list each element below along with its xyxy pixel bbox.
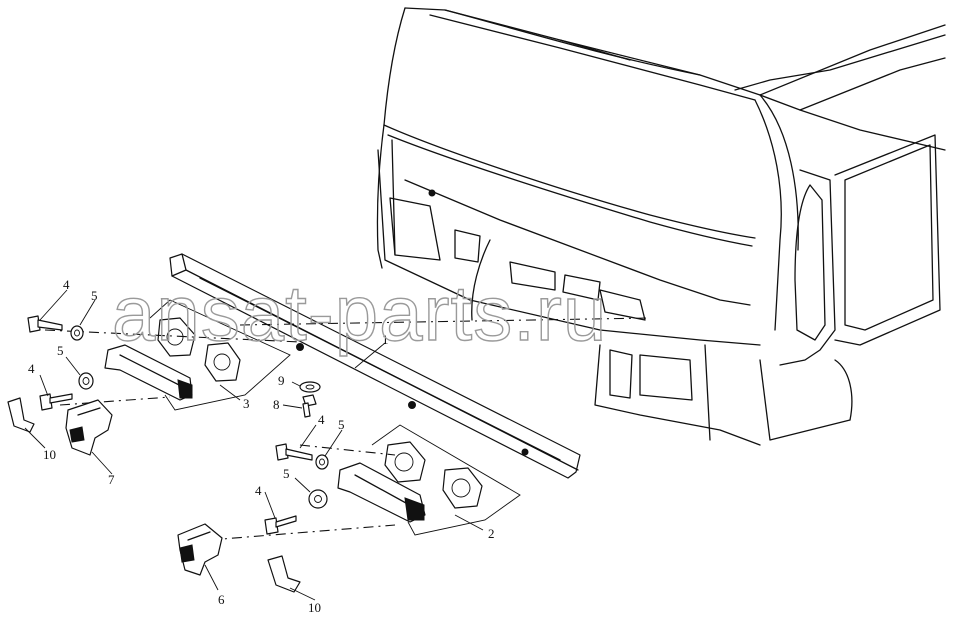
callout-1: 1: [382, 332, 389, 347]
callout-2: 2: [488, 526, 495, 541]
callout-5-top-left: 5: [91, 288, 98, 303]
center-bolt-and-washer: [299, 381, 321, 418]
truck-cab: [376, 7, 946, 446]
callout-3: 3: [243, 396, 250, 411]
callout-8: 8: [273, 397, 280, 412]
callout-5-lower-center: 5: [283, 466, 290, 481]
bracket-assembly-part-3: [44, 299, 301, 411]
callout-4-top-left: 4: [63, 277, 70, 292]
callout-5-mid-left: 5: [57, 343, 64, 358]
callout-4-lower-center: 4: [255, 483, 262, 498]
watermark: ansat-parts.ru: [112, 269, 607, 357]
callout-9: 9: [278, 373, 285, 388]
callout-labels: 1 2 3 4 4 4 4 5 5 5 5 6 7 8 9 10 10: [28, 277, 495, 615]
left-fasteners: [7, 315, 113, 456]
cross-bar-part-1: [169, 253, 651, 479]
callout-4-center: 4: [318, 412, 325, 427]
callout-4-mid-left: 4: [28, 361, 35, 376]
callout-10-left: 10: [43, 447, 56, 462]
callout-7: 7: [108, 472, 115, 487]
callout-6: 6: [218, 592, 225, 607]
bracket-assembly-part-2: [209, 424, 521, 541]
callout-10-right: 10: [308, 600, 321, 615]
callout-5-center: 5: [338, 417, 345, 432]
leader-lines: [24, 289, 484, 601]
right-fasteners: [177, 443, 329, 593]
